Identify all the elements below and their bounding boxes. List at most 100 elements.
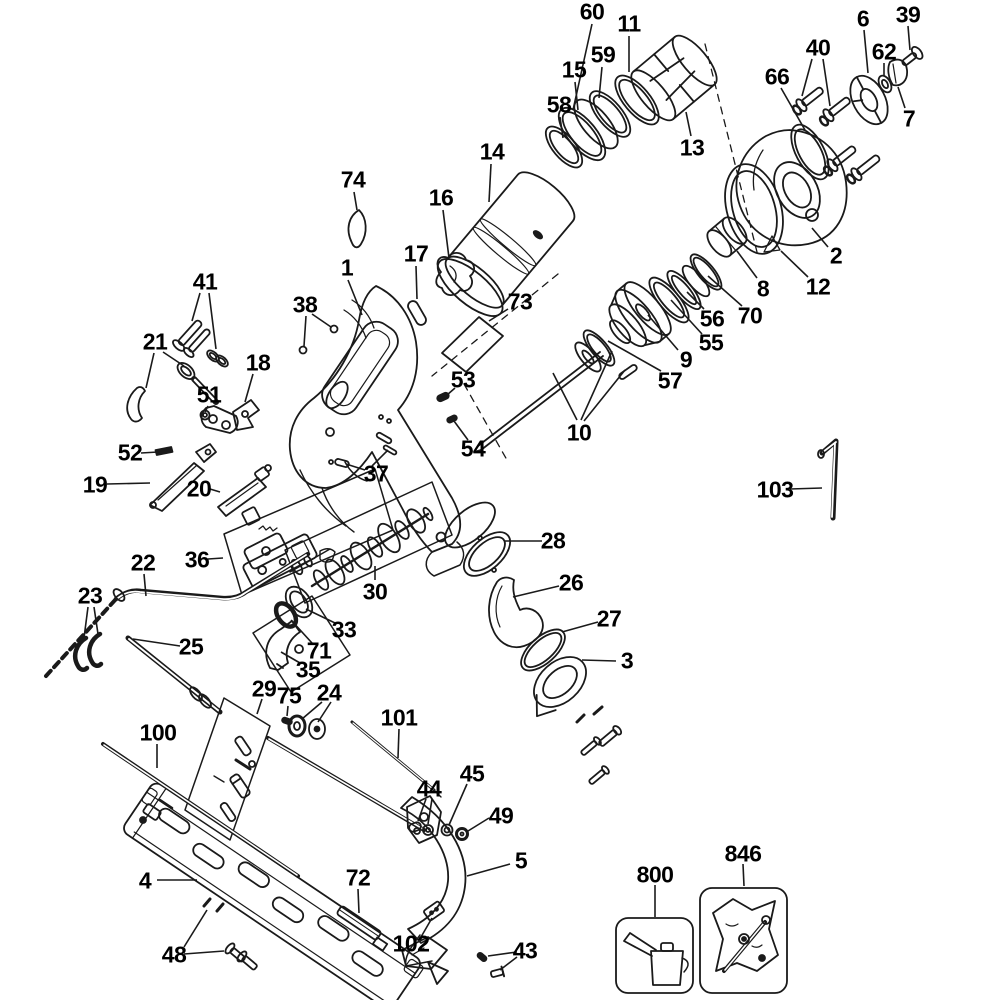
latch-35: [265, 620, 304, 671]
bolt-41b: [182, 328, 211, 358]
nut-49: [455, 827, 469, 841]
part-label-52: 52: [117, 439, 143, 466]
leader-line-101: [397, 728, 400, 759]
part-label-5: 5: [514, 847, 528, 874]
leader-line-51: [204, 405, 209, 413]
leader-line-20: [209, 488, 221, 493]
clip-52: [154, 446, 174, 456]
leader-line-5: [466, 863, 511, 877]
leader-line-103: [789, 487, 823, 490]
part-label-24: 24: [316, 679, 342, 706]
contact-arm-5: [400, 796, 467, 985]
part-label-48: 48: [161, 941, 187, 968]
part-label-101: 101: [380, 704, 418, 731]
gasket-28-hole-b: [491, 567, 497, 573]
part-label-8: 8: [756, 275, 770, 302]
leader-line-16: [442, 209, 450, 259]
part-label-29: 29: [251, 675, 277, 702]
leader-line-1: [347, 279, 363, 316]
leader-line-6: [863, 29, 869, 74]
screws-48: [202, 897, 258, 971]
part-label-59: 59: [590, 41, 616, 68]
part-label-35: 35: [295, 656, 321, 683]
part-label-27: 27: [596, 605, 622, 632]
rod-100: [101, 742, 300, 878]
washers-24: [287, 714, 326, 740]
part-label-2: 2: [829, 242, 843, 269]
leader-line-44: [417, 798, 427, 822]
piston-9: [608, 281, 672, 348]
part-label-3: 3: [620, 647, 634, 674]
bolt-39: [901, 45, 924, 67]
pin-10b: [618, 364, 638, 380]
gasket-28-hole-a: [477, 535, 483, 541]
screw-38b: [298, 345, 308, 355]
part-label-800: 800: [636, 861, 674, 888]
leader-line-66: [780, 87, 806, 131]
leader-line-21: [145, 352, 155, 389]
rod-25: [125, 635, 223, 715]
leader-line-48: [183, 950, 225, 955]
leader-line-45: [448, 783, 468, 826]
cylinder-cage-13: [630, 34, 718, 122]
screw-38a: [329, 324, 339, 334]
detail-box-30: [284, 481, 453, 604]
part-label-75: 75: [276, 682, 302, 709]
leader-line-59: [598, 66, 603, 99]
leader-line-38: [311, 313, 332, 328]
filter-16: [435, 252, 475, 296]
leader-line-48: [183, 909, 208, 948]
part-label-20: 20: [186, 475, 212, 502]
leader-line-72: [357, 888, 360, 914]
part-label-70: 70: [737, 302, 763, 329]
leader-line-75: [286, 705, 289, 717]
part-label-18: 18: [245, 349, 271, 376]
part-label-13: 13: [679, 134, 705, 161]
part-label-58: 58: [546, 91, 572, 118]
leader-line-55: [670, 299, 703, 335]
contact-arm-rod: [266, 736, 426, 832]
leader-line-10: [583, 369, 626, 422]
part-label-43: 43: [512, 937, 538, 964]
part-label-57: 57: [657, 367, 683, 394]
part-label-4: 4: [138, 867, 152, 894]
o-ring-62: [877, 74, 893, 94]
part-label-6: 6: [856, 5, 870, 32]
hex-key-103: [817, 438, 839, 521]
leader-line-49: [467, 817, 490, 832]
leader-line-25: [132, 638, 181, 647]
detail-box-29: [184, 697, 271, 841]
part-label-40: 40: [805, 34, 831, 61]
screws-42: [575, 705, 623, 785]
leader-line-41: [208, 292, 217, 350]
leader-line-3: [581, 659, 617, 662]
magazine-latch: [139, 798, 174, 824]
o-rings-41: [206, 349, 229, 368]
leader-line-39: [907, 25, 911, 51]
leader-line-8: [736, 250, 758, 279]
guide-102: [423, 900, 445, 922]
leader-line-40: [801, 58, 813, 97]
part-label-54: 54: [460, 435, 486, 462]
part-label-11: 11: [617, 10, 641, 37]
o-ring-58: [544, 125, 584, 169]
leader-line-24: [301, 701, 323, 720]
part-label-71: 71: [306, 637, 332, 664]
part-label-66: 66: [764, 63, 790, 90]
leader-line-33: [305, 608, 336, 624]
part-label-846: 846: [724, 840, 762, 867]
part-label-73: 73: [507, 288, 533, 315]
leader-line-53: [446, 387, 456, 396]
leader-line-71: [290, 619, 313, 644]
leader-line-37: [371, 449, 389, 467]
leader-line-27: [561, 621, 599, 633]
leader-line-23: [93, 606, 99, 635]
parts-kit-box-846: [699, 887, 788, 994]
part-label-60: 60: [579, 0, 605, 25]
part-label-30: 30: [362, 578, 388, 605]
leader-line-7: [897, 86, 906, 109]
driver-blade-10: [473, 351, 604, 453]
leader-line-24: [317, 701, 332, 723]
piston-stop-8: [706, 216, 748, 258]
leader-line-22: [143, 573, 147, 597]
